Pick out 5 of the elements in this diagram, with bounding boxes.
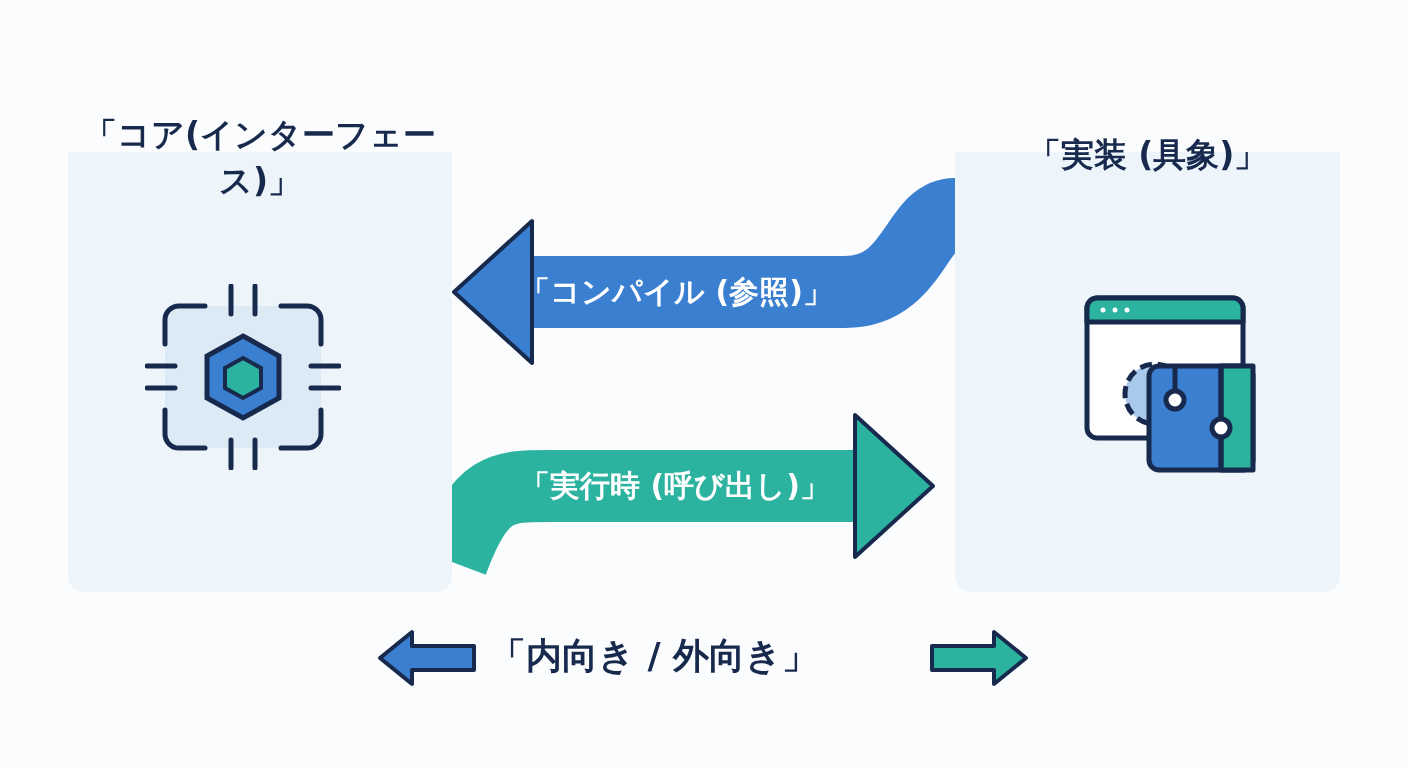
panel-heading: 「コア(インターフェース)」 xyxy=(82,114,438,202)
panel-heading: 「実装 (具象)」 xyxy=(1026,134,1269,176)
direction-label: 「内向き / 外向き」 xyxy=(490,634,819,678)
edge-label: 「実行時 (呼び出し)」 xyxy=(520,467,830,505)
edge-label: 「コンパイル (参照)」 xyxy=(520,273,833,311)
